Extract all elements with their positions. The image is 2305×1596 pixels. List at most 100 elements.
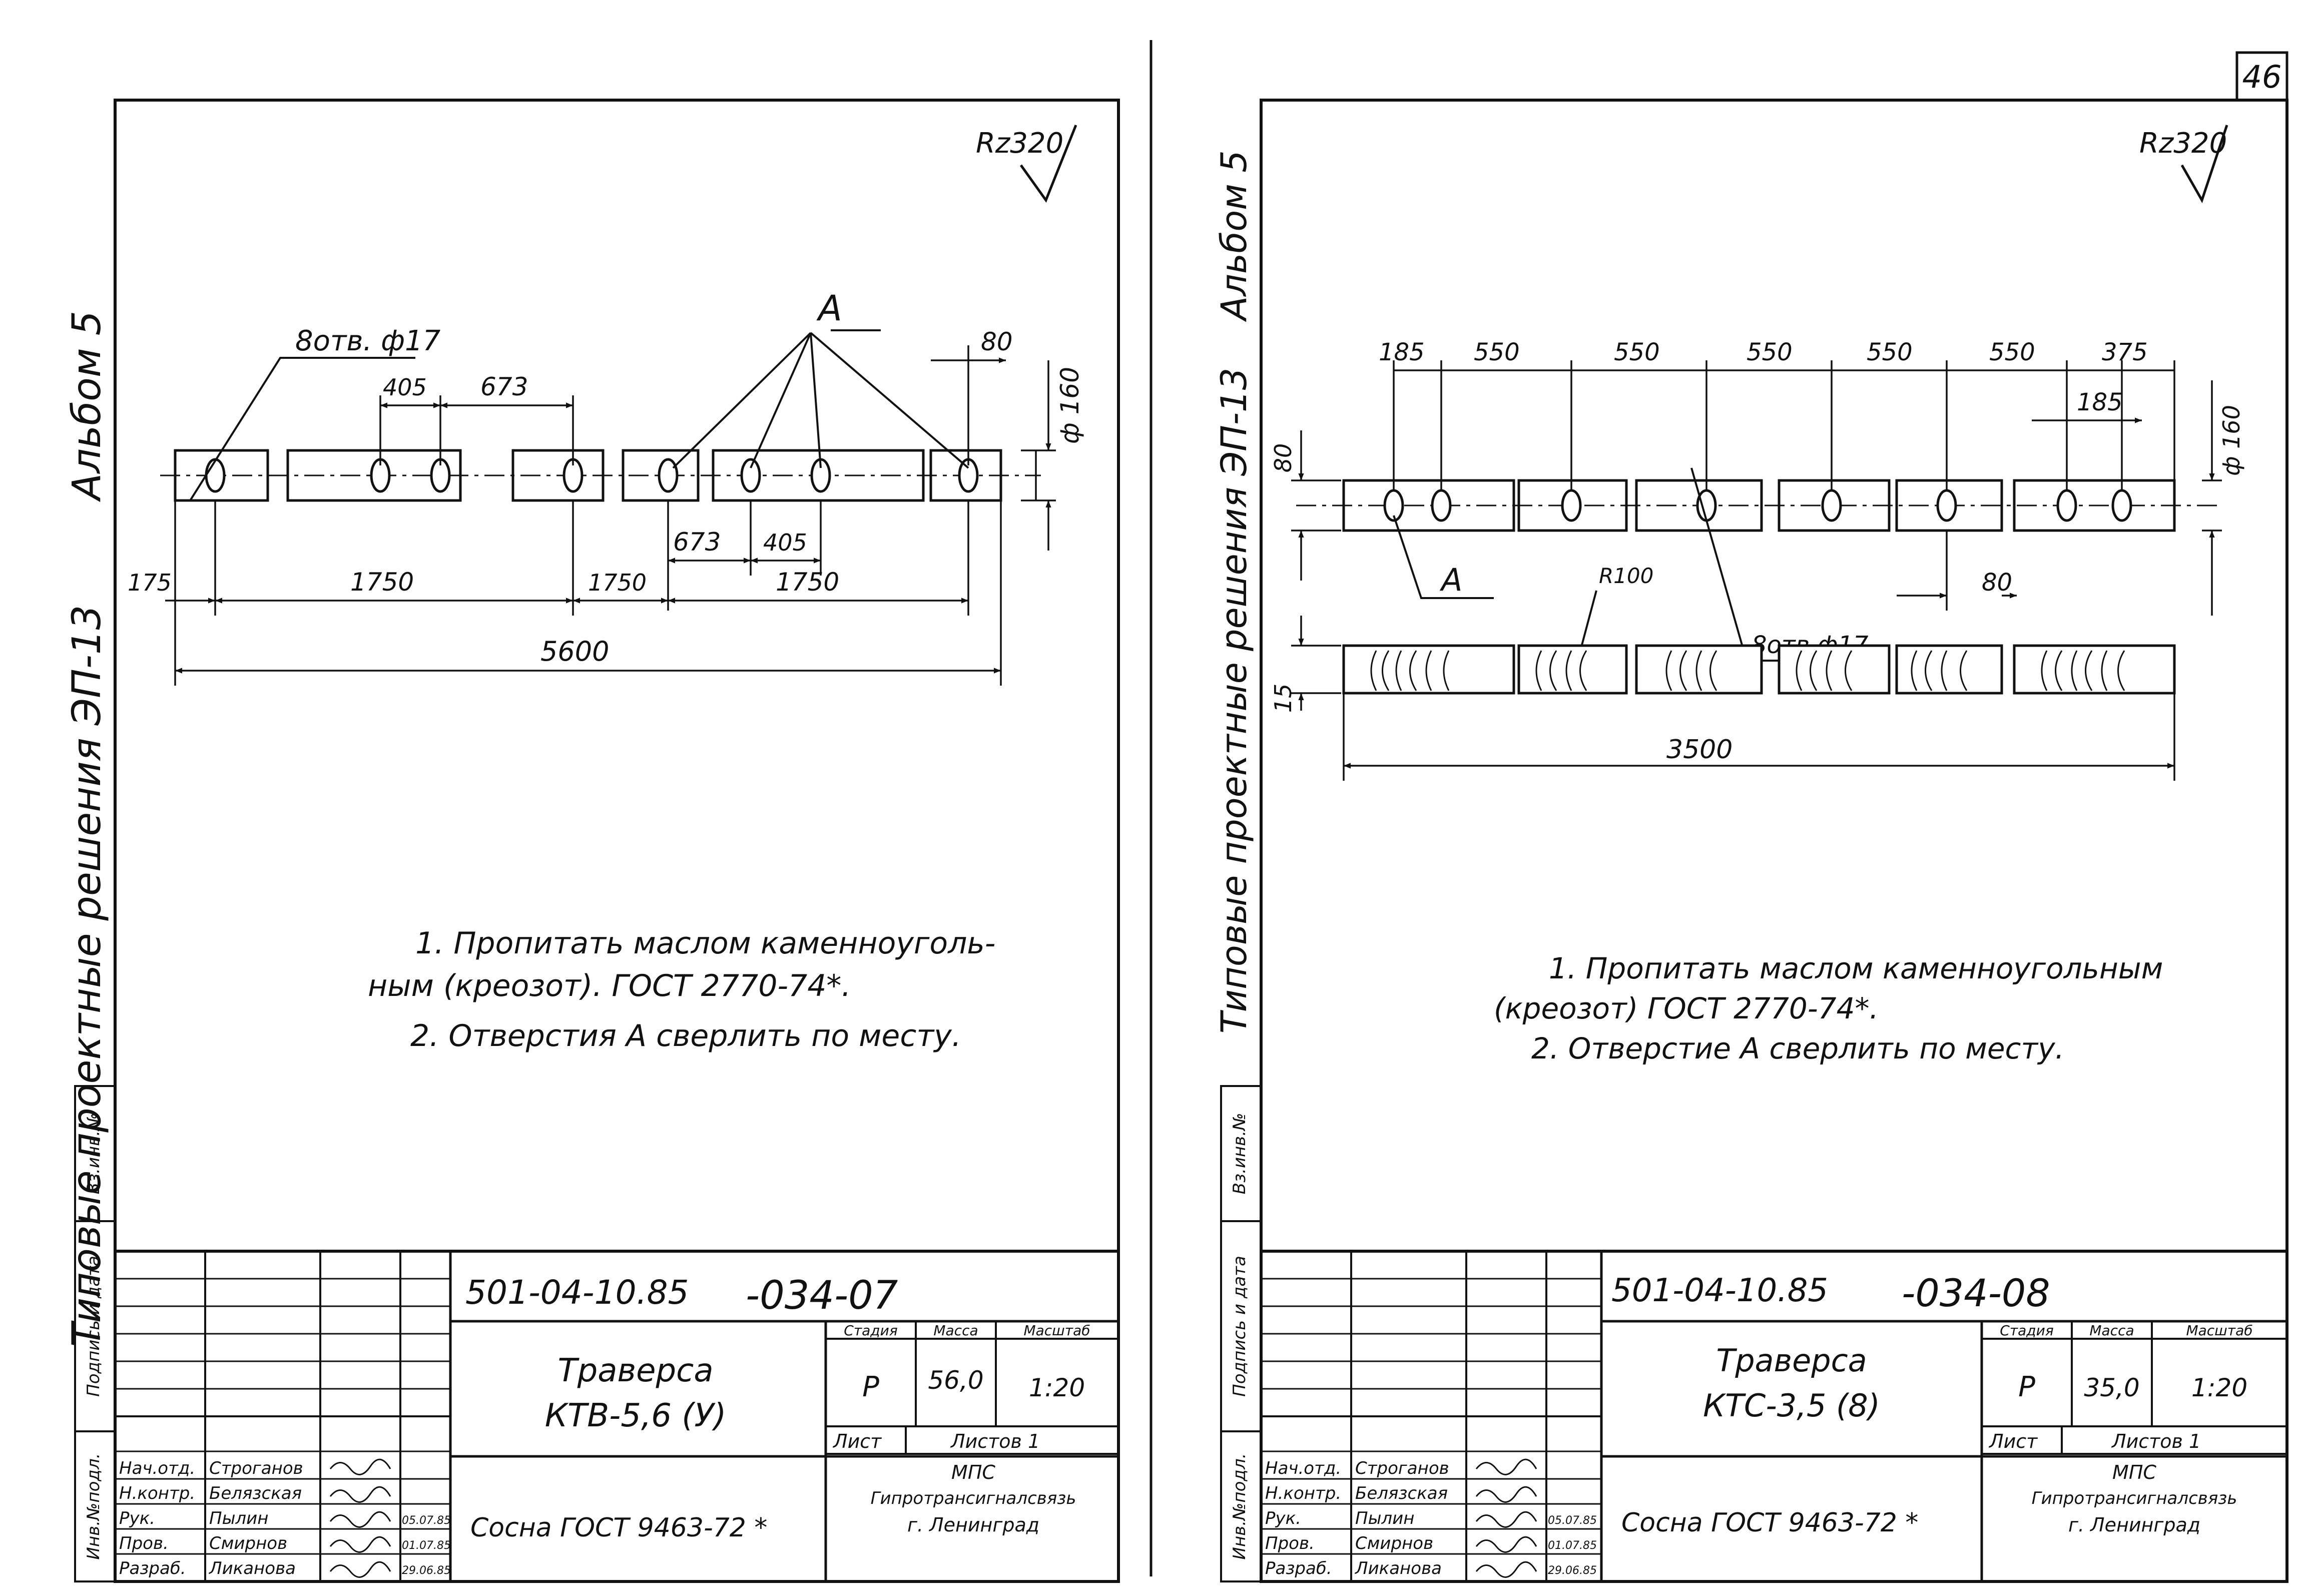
left-dim-160: ф 160 xyxy=(1055,367,1084,444)
right-dim-185: 185 xyxy=(1379,338,1425,366)
left-dim-1750-c: 1750 xyxy=(776,568,839,597)
right-name-2: Пылин xyxy=(1355,1508,1414,1528)
left-scale-header: Масштаб xyxy=(1023,1322,1090,1339)
right-side-label-2: Подпись и дата xyxy=(1230,1256,1250,1397)
left-holes-callout: 8отв. ф17 xyxy=(295,325,441,357)
right-roles: Нач.отд. Строганов Н.контр. Белязская Ру… xyxy=(1265,1458,1597,1578)
right-role-3: Пров. xyxy=(1265,1533,1315,1553)
right-role-2: Рук. xyxy=(1265,1508,1301,1528)
right-note-1a: 1. Пропитать маслом каменноугольным xyxy=(1549,951,2163,985)
left-material: Сосна ГОСТ 9463-72 * xyxy=(470,1513,767,1543)
left-hole-a-callout: А xyxy=(816,288,842,329)
left-side-label-2: Подпись и дата xyxy=(84,1256,104,1397)
right-note-2: 2. Отверстие А сверлить по месту. xyxy=(1531,1031,2064,1066)
left-mass-header: Масса xyxy=(933,1322,978,1339)
left-scale: 1:20 xyxy=(1029,1373,1085,1402)
left-series-title: Типовые проектные решения ЭП-13 xyxy=(65,605,110,1347)
right-part-code: КТС-3,5 (8) xyxy=(1703,1387,1880,1424)
right-hole-a-callout: А xyxy=(1439,562,1462,598)
right-name-0: Строганов xyxy=(1355,1458,1449,1478)
left-dim-673-top: 673 xyxy=(480,372,528,401)
left-name-3: Смирнов xyxy=(209,1533,287,1553)
left-role-1: Н.контр. xyxy=(119,1483,195,1503)
left-mass: 56,0 xyxy=(928,1366,983,1395)
right-dim-160: ф 160 xyxy=(2218,405,2245,476)
right-series-title: Типовые проектные решения ЭП-13 xyxy=(1214,368,1255,1033)
right-album-title: Альбом 5 xyxy=(1214,150,1255,322)
left-title-block xyxy=(114,1250,1120,1583)
left-dim-673-bot: 673 xyxy=(673,527,721,557)
right-stage: Р xyxy=(2018,1371,2035,1403)
left-name-4: Ликанова xyxy=(208,1558,296,1578)
left-designation: 501-04-10.85 xyxy=(465,1273,689,1312)
left-date-2: 05.07.85 xyxy=(402,1514,451,1527)
left-dim-1750-a: 1750 xyxy=(350,568,414,597)
left-beam xyxy=(174,449,1002,502)
right-name-1: Белязская xyxy=(1355,1483,1448,1503)
left-org-1: МПС xyxy=(951,1461,995,1483)
right-side-label-3: Вз.инв.№ xyxy=(1230,1113,1250,1195)
left-dim-5600: 5600 xyxy=(540,636,609,667)
right-dim-550-5: 550 xyxy=(1989,338,2035,366)
right-dim-3500: 3500 xyxy=(1666,735,1733,765)
left-dim-405-bot: 405 xyxy=(763,529,807,556)
left-role-2: Рук. xyxy=(119,1508,155,1528)
right-role-0: Нач.отд. xyxy=(1265,1458,1341,1478)
right-stage-header: Стадия xyxy=(2000,1322,2053,1339)
left-album-title: Альбом 5 xyxy=(65,311,110,502)
page-number-box xyxy=(2235,51,2288,102)
right-r100: R100 xyxy=(1599,564,1653,588)
right-beam-side xyxy=(1342,644,2176,695)
left-signatures xyxy=(329,1458,391,1578)
page-number: 46 xyxy=(2242,59,2282,95)
right-dim-550-4: 550 xyxy=(1867,338,1913,366)
right-org-3: г. Ленинград xyxy=(2068,1514,2200,1536)
right-beam-grain xyxy=(1370,650,2125,691)
left-sheet: Альбом 5 Типовые проектные решения ЭП-13… xyxy=(65,125,1120,1583)
right-roughness: Rz320 xyxy=(2139,127,2227,160)
left-dim-1750-b: 1750 xyxy=(588,569,647,596)
left-roles: Нач.отд. Строганов Н.контр. Белязская Ру… xyxy=(119,1458,451,1578)
left-name-1: Белязская xyxy=(209,1483,302,1503)
left-note-1a: 1. Пропитать маслом каменноуголь- xyxy=(415,926,995,961)
left-part-code: КТВ-5,6 (У) xyxy=(545,1397,727,1434)
left-roughness: Rz320 xyxy=(976,127,1063,160)
left-dim-80: 80 xyxy=(981,327,1013,356)
right-side-label-1: Инв.№подл. xyxy=(1230,1453,1250,1560)
left-org-3: г. Ленинград xyxy=(907,1514,1039,1536)
right-dim-550-3: 550 xyxy=(1747,338,1793,366)
left-dim-405-top: 405 xyxy=(383,374,427,401)
right-scale: 1:20 xyxy=(2191,1373,2247,1402)
right-mass-header: Масса xyxy=(2089,1322,2134,1339)
left-dim-175: 175 xyxy=(128,569,172,596)
right-part-name: Траверса xyxy=(1716,1342,1867,1379)
left-date-4: 29.06.85 xyxy=(402,1564,451,1577)
right-dim-15: 15 xyxy=(1270,684,1297,713)
right-designation: 501-04-10.85 xyxy=(1611,1272,1828,1309)
left-stage-header: Стадия xyxy=(844,1322,897,1339)
right-sheets-header: Листов 1 xyxy=(2111,1430,2201,1452)
right-name-3: Смирнов xyxy=(1355,1533,1433,1553)
left-sheet-header: Лист xyxy=(832,1430,882,1452)
right-dim-80-bot: 80 xyxy=(1982,569,2012,597)
left-roughness-symbol xyxy=(1019,125,1077,203)
left-role-0: Нач.отд. xyxy=(119,1458,195,1478)
left-stage: Р xyxy=(862,1371,879,1403)
right-sheet-code: -034-08 xyxy=(1902,1271,2050,1315)
left-role-3: Пров. xyxy=(119,1533,169,1553)
right-name-4: Ликанова xyxy=(1354,1558,1442,1578)
right-dim-185b: 185 xyxy=(2077,388,2123,416)
right-dim-375: 375 xyxy=(2102,338,2148,366)
right-signatures xyxy=(1475,1458,1537,1578)
right-dim-550-2: 550 xyxy=(1614,338,1660,366)
right-mass: 35,0 xyxy=(2084,1373,2139,1402)
left-part-name: Траверса xyxy=(557,1352,713,1389)
right-role-1: Н.контр. xyxy=(1265,1483,1341,1503)
right-note-1b: (креозот) ГОСТ 2770-74*. xyxy=(1494,991,1879,1025)
right-dim-80-left: 80 xyxy=(1270,443,1297,473)
right-title-block xyxy=(1260,1250,2288,1583)
right-org-2: Гипротрансигналсвязь xyxy=(2032,1488,2237,1508)
left-role-4: Разраб. xyxy=(119,1558,186,1578)
right-scale-header: Масштаб xyxy=(2186,1322,2252,1339)
